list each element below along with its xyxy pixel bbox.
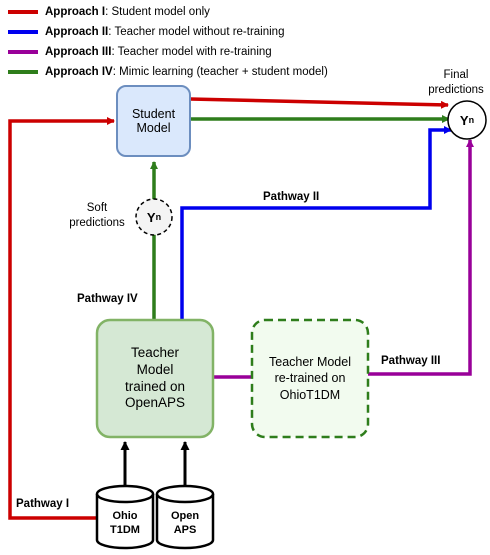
legend-desc: : Teacher model with re-training (111, 46, 272, 58)
legend-name: Approach IV (45, 66, 113, 78)
soft-prediction-node (135, 198, 173, 236)
legend-name: Approach I (45, 6, 106, 18)
legend-desc: : Student model only (105, 6, 210, 18)
openaps-database-icon (155, 484, 215, 550)
legend-swatch-blue (8, 30, 38, 34)
legend-desc: : Teacher model without re-training (108, 26, 285, 38)
legend-swatch-red (8, 10, 38, 14)
teacher-model-box (95, 318, 215, 439)
pathway-1-label: Pathway I (16, 498, 70, 510)
legend-item-approach-4: Approach IV : Mimic learning (teacher + … (8, 64, 328, 80)
soft-predictions-label: Soft predictions (69, 202, 125, 229)
ohio-t1dm-database-icon (95, 484, 155, 550)
teacher-retrained-label: Teacher Model re-trained on OhioT1DM (269, 355, 351, 402)
student-model-label: Student Model (131, 107, 176, 135)
legend-name: Approach II (45, 26, 109, 38)
final-prediction-node (447, 100, 487, 140)
teacher-model-label: Teacher Model trained on OpenAPS (124, 344, 186, 411)
pathway-1-arrow (8, 117, 115, 520)
pathway-2-arrow (180, 126, 452, 320)
ohio-t1dm-label: Ohio T1DM (110, 510, 140, 536)
legend-item-approach-2: Approach II : Teacher model without re-t… (8, 24, 284, 40)
legend-swatch-green (8, 70, 38, 74)
openaps-label: Open APS (170, 510, 200, 536)
teacher-retrained-box (250, 318, 370, 439)
soft-node-sub: n (155, 212, 162, 222)
pathway-2-label: Pathway II (263, 191, 320, 203)
pathway-3-label: Pathway III (381, 355, 441, 367)
legend-desc: : Mimic learning (teacher + student mode… (112, 66, 328, 78)
final-node-sub: n (468, 115, 475, 125)
pathway-4-label: Pathway IV (77, 293, 138, 305)
student-model-box (116, 85, 191, 157)
legend-name: Approach III (45, 46, 112, 58)
final-node-y: Y (459, 112, 469, 128)
final-predictions-label: Final predictions (428, 69, 484, 96)
pathway-3-arrow (368, 139, 474, 376)
soft-node-y: Y (146, 209, 156, 225)
legend-swatch-purple (8, 50, 38, 54)
legend-item-approach-3: Approach III : Teacher model with re-tra… (8, 44, 272, 60)
legend-item-approach-1: Approach I : Student model only (8, 4, 210, 20)
student-to-final-red-arrow (189, 97, 449, 109)
